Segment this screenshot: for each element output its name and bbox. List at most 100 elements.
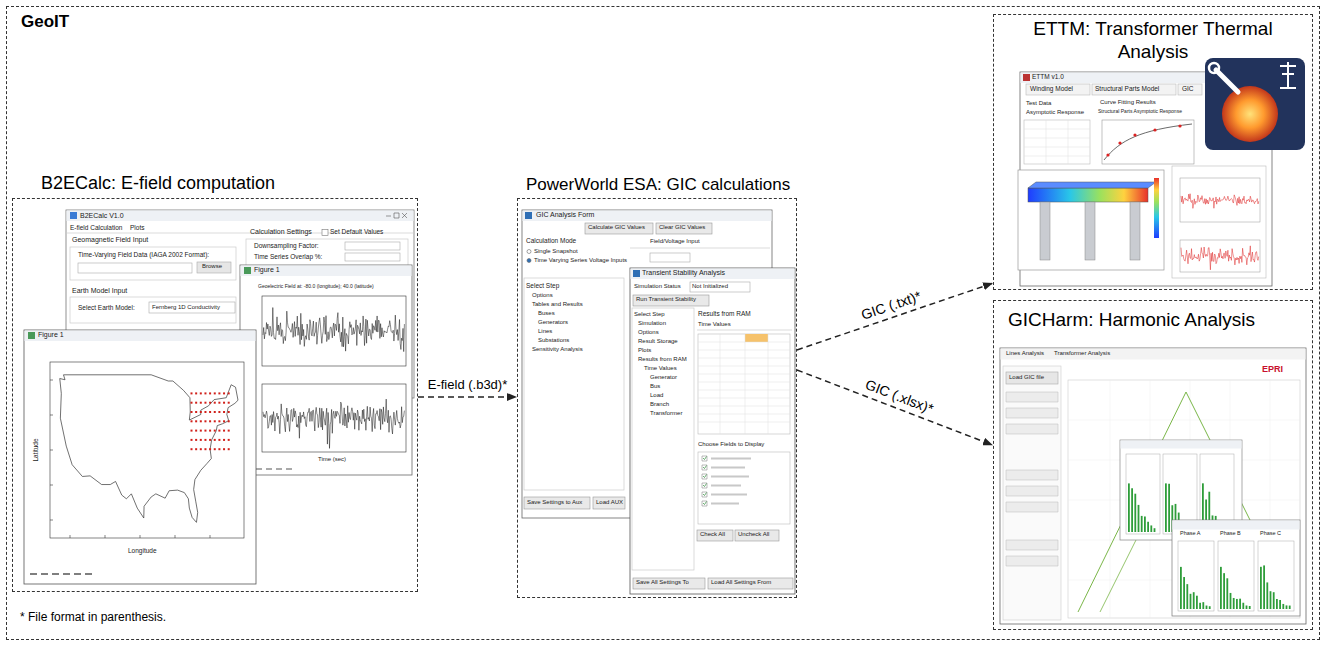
screenshot-text: Phase C — [1260, 530, 1281, 536]
app-window-part — [345, 242, 400, 250]
app-window-part — [386, 213, 407, 218]
app-window-part — [525, 212, 532, 219]
grid-point — [223, 448, 225, 450]
screenshot-text: Time Values — [644, 365, 677, 372]
signal-trace — [263, 399, 404, 448]
screenshot-text: Result Storage — [638, 338, 678, 345]
harmonic-bar — [1193, 592, 1195, 609]
screenshot-text: B2ECalc V1.0 — [80, 212, 124, 220]
screenshot-text: Calculate GIC Values — [588, 224, 645, 231]
app-window-part — [1024, 120, 1090, 164]
harmonic-bar — [1282, 604, 1284, 609]
app-window-part — [70, 297, 236, 323]
app-window-part — [1104, 124, 1192, 160]
map-window-part — [50, 362, 244, 538]
group-title: GeoIT — [21, 12, 69, 32]
screenshot-text: Plots — [638, 347, 651, 354]
tool-group-box: GICHarm: Harmonic Analysis — [993, 300, 1313, 630]
app-window-part — [690, 282, 750, 292]
app-window-part — [1023, 74, 1030, 81]
app-window-part — [633, 270, 640, 277]
screenshot-text: Save Settings to Aux — [527, 499, 582, 506]
harmonic-bar — [1147, 522, 1149, 532]
group-title: ETTM: Transformer Thermal Analysis — [1002, 18, 1304, 64]
grid-point — [204, 402, 206, 404]
grid-point — [195, 430, 197, 432]
screenshot-text: Earth Model Input — [72, 287, 127, 295]
grid-point — [204, 439, 206, 441]
screenshot-text: Options — [638, 329, 659, 336]
grid-point — [223, 439, 225, 441]
harmonic-bar — [1246, 605, 1248, 609]
screenshot-text: Structural Parts Asymptotic Response — [1098, 109, 1182, 115]
screenshot-text: Results from RAM — [698, 310, 751, 317]
app-window-part — [67, 211, 414, 222]
harmonic-bar — [1266, 582, 1268, 609]
harmonic-bar — [1276, 599, 1278, 609]
grid-point — [200, 448, 202, 450]
grid-point — [214, 439, 216, 441]
harmonic-bar — [1273, 592, 1275, 609]
map-window-part — [30, 573, 92, 574]
grid-point — [204, 411, 206, 413]
axis-label: Latitude — [32, 438, 39, 461]
app-window-part — [523, 211, 772, 222]
harmonic-inset-window — [1172, 520, 1300, 616]
harmonic-bar — [1131, 488, 1133, 532]
grid-point — [204, 430, 206, 432]
harmonic-bar — [1150, 525, 1152, 532]
screenshot-text: Save All Settings To — [636, 579, 689, 586]
screenshot-text: Asymptotic Response — [1026, 109, 1084, 116]
app-window-part — [1092, 84, 1176, 95]
harmonic-bar — [1128, 483, 1130, 532]
harmonic-bar — [1289, 606, 1291, 609]
screenshot-text: Test Data — [1026, 100, 1051, 107]
app-window-part — [1068, 380, 1300, 618]
grid-point — [223, 411, 225, 413]
app-window-part — [1024, 120, 1090, 164]
app-window-part — [1133, 133, 1136, 136]
harmonic-bar — [1236, 599, 1238, 609]
app-window-part — [633, 295, 709, 306]
grid-point — [209, 392, 211, 394]
axis-tick — [50, 380, 210, 538]
app-window-part — [631, 269, 795, 280]
app-window-part — [708, 578, 793, 589]
ettm-app-icon-part — [1222, 86, 1278, 142]
signal-trace — [263, 308, 404, 352]
screenshot-text: Branch — [650, 401, 669, 408]
harmonic-bar — [1230, 593, 1232, 609]
harmonic-bar — [1199, 603, 1201, 609]
data-flow-arrow — [797, 283, 993, 350]
harmonic-inset-window-part — [1126, 454, 1160, 534]
grid-point — [209, 430, 211, 432]
app-window-part — [1001, 349, 1306, 360]
grid-point — [218, 448, 220, 450]
grid-point — [200, 439, 202, 441]
harmonic-inset-window-part — [1258, 541, 1294, 611]
screenshot-text: Time Series Overlap %: — [254, 253, 322, 260]
harmonic-bars — [1180, 565, 1291, 609]
grid-point — [204, 448, 206, 450]
harmonic-bar — [1144, 516, 1146, 532]
harmonic-bar — [1183, 577, 1185, 609]
app-window-part — [697, 530, 733, 541]
grid-point — [218, 430, 220, 432]
harmonic-inset-window-part — [1178, 541, 1214, 611]
tool-group-box: ETTM: Transformer Thermal Analysis — [993, 14, 1313, 290]
harmonic-bar — [1260, 567, 1262, 609]
harmonic-bar — [1263, 565, 1265, 609]
transformer-thermal-image-part — [1028, 188, 1148, 202]
app-window-part — [1118, 141, 1121, 144]
screenshot-text: Time-Varying Field Data (IAGA 2002 Forma… — [78, 251, 209, 258]
screenshot-text: Single Snapshot — [534, 248, 578, 255]
screenshot-text: Time Values — [698, 321, 731, 328]
screenshot-text: Buses — [538, 310, 555, 317]
grid-point — [223, 420, 225, 422]
group-title: GICHarm: Harmonic Analysis — [1008, 309, 1255, 332]
grid-point — [191, 439, 193, 441]
app-window-part — [1172, 166, 1266, 278]
app-window-part — [735, 530, 779, 541]
screenshot-text: Run Transient Stability — [636, 296, 696, 303]
harmonic-bar — [1202, 602, 1204, 609]
